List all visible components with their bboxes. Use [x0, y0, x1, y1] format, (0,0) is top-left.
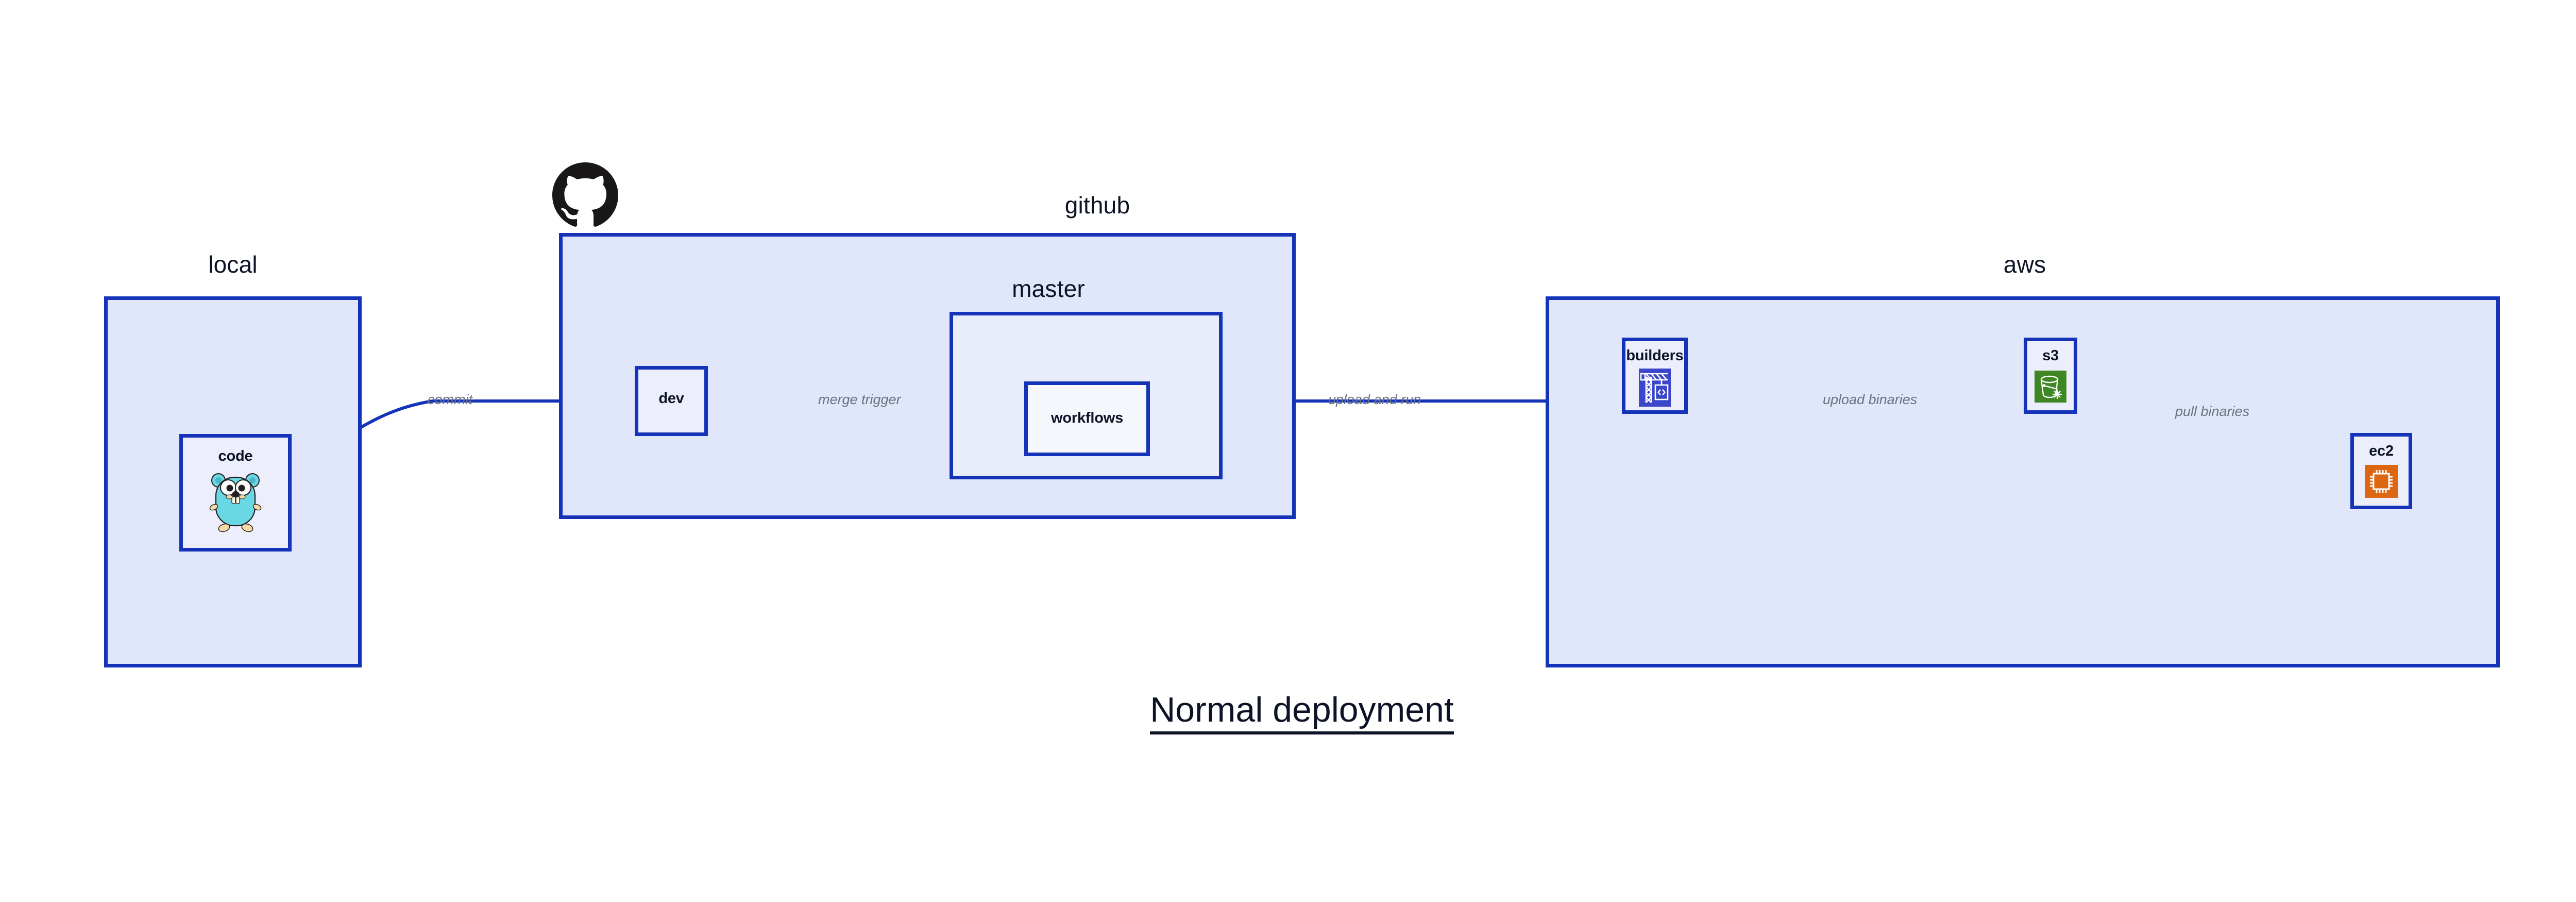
node-code[interactable]: code: [179, 434, 292, 552]
go-gopher-icon: [207, 471, 264, 536]
edge-label-pull-binaries: pull binaries: [2175, 404, 2250, 419]
edge-label-merge-trigger: merge trigger: [818, 392, 901, 407]
group-title-master: master: [1012, 275, 1085, 302]
node-dev-label: dev: [658, 390, 684, 407]
node-builders[interactable]: builders: [1622, 338, 1688, 414]
node-s3[interactable]: s3: [2024, 338, 2077, 414]
aws-ec2-chip-icon: [2365, 465, 2398, 500]
node-s3-label: s3: [2042, 347, 2059, 364]
node-builders-label: builders: [1626, 347, 1684, 364]
node-dev[interactable]: dev: [635, 366, 708, 436]
node-ec2[interactable]: ec2: [2350, 433, 2412, 509]
node-ec2-label: ec2: [2369, 443, 2394, 459]
page-title-text: Normal deployment: [1150, 690, 1454, 734]
page-title: Normal deployment: [0, 690, 2576, 734]
node-workflows-label: workflows: [1051, 410, 1123, 426]
group-title-github: github: [1064, 192, 1130, 219]
node-workflows[interactable]: workflows: [1024, 381, 1150, 456]
edge-label-commit: commit: [428, 392, 472, 407]
node-code-label: code: [218, 448, 253, 464]
group-aws: [1546, 296, 2500, 667]
edge-label-upload-binaries: upload binaries: [1823, 392, 1918, 407]
github-octocat-icon: [552, 162, 618, 231]
edge-label-upload-and-run: upload and run: [1328, 392, 1421, 407]
aws-s3-bucket-icon: [2035, 371, 2066, 405]
group-title-aws: aws: [2003, 251, 2046, 278]
group-title-local: local: [208, 251, 258, 278]
aws-codebuild-crane-icon: [1639, 369, 1671, 409]
